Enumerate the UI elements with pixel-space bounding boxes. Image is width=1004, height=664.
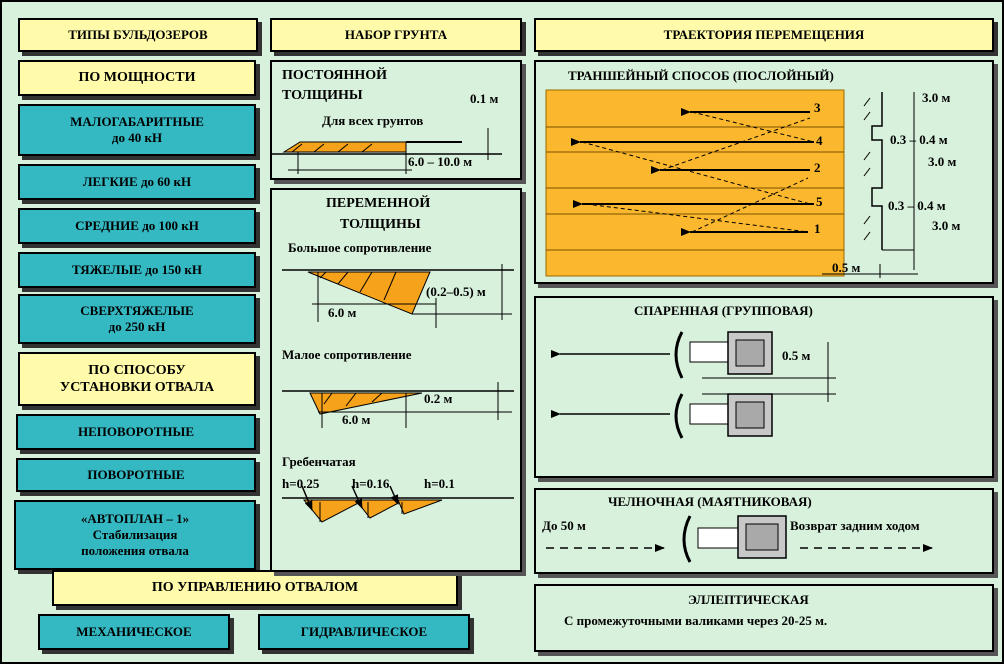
const-title-2: ТОЛЩИНЫ [282,88,363,103]
comb-label: Гребенчатая [282,454,356,469]
by-power-text: ПО МОЩНОСТИ [78,70,196,86]
const-all-soils: Для всех грунтов [322,113,424,128]
by-blade-box: ПО СПОСОБУ УСТАНОВКИ ОТВАЛА [18,352,256,406]
var-title-1: ПЕРЕМЕННОЙ [326,196,431,211]
autoplan-title: «АВТОПЛАН – 1» [80,510,190,526]
trench-cross-section [822,92,918,278]
superheavy-title: СВЕРХТЯЖЕЛЫЕ [80,302,194,318]
header-trajectory-text: ТРАЕКТОРИЯ ПЕРЕМЕЩЕНИЯ [663,26,865,42]
header-trajectory: ТРАЕКТОРИЯ ПЕРЕМЕЩЕНИЯ [534,18,994,52]
trench-title: ТРАНШЕЙНЫЙ СПОСОБ (ПОСЛОЙНЫЙ) [568,68,834,83]
const-title-1: ПОСТОЯННОЙ [282,68,388,83]
small-resistance-profile [282,382,514,428]
small-bulldozers-power: до 40 кН [111,130,163,145]
fixed-blade-box: НЕПОВОРОТНЫЕ [16,414,256,450]
paired-method-panel [534,296,994,478]
by-control-box: ПО УПРАВЛЕНИЮ ОТВАЛОМ [52,570,458,606]
hydraulic-box: ГИДРАВЛИЧЕСКОЕ [258,614,470,650]
mechanical-box: МЕХАНИЧЕСКОЕ [38,614,230,650]
trench-dim-3b: 3.0 м [928,154,957,169]
const-length: 6.0 – 10.0 м [408,154,473,169]
by-power-box: ПО МОЩНОСТИ [18,60,256,96]
comb-h2: h=0.16 [352,476,390,491]
header-soil-intake: НАБОР ГРУНТА [270,18,522,52]
heavy-bulldozers-text: ТЯЖЕЛЫЕ до 150 кН [72,261,202,277]
paired-title: СПАРЕННАЯ (ГРУППОВАЯ) [634,303,813,318]
trench-layers [545,89,845,277]
light-bulldozers-text: ЛЕГКИЕ до 60 кН [82,173,192,189]
autoplan-box: «АВТОПЛАН – 1» Стабилизация положения от… [14,500,256,570]
shuttle-title: ЧЕЛНОЧНАЯ (МАЯТНИКОВАЯ) [608,494,812,509]
big-resistance-length: 6.0 м [328,305,357,320]
by-blade-line2: УСТАНОВКИ ОТВАЛА [59,380,215,395]
constant-thickness-profile [272,128,502,174]
by-control-text: ПО УПРАВЛЕНИЮ ОТВАЛОМ [151,580,359,596]
mechanical-text: МЕХАНИЧЕСКОЕ [76,623,192,639]
header-bulldozer-types: ТИПЫ БУЛЬДОЗЕРОВ [18,18,258,52]
paired-machines [551,331,836,439]
heavy-bulldozers-box: ТЯЖЕЛЫЕ до 150 кН [18,252,256,288]
big-resistance-profile [282,264,514,328]
var-title-2: ТОЛЩИНЫ [340,217,421,232]
small-bulldozers-title: МАЛОГАБАРИТНЫЕ [70,113,204,129]
lane-4: 4 [816,133,823,148]
medium-bulldozers-box: СРЕДНИЕ до 100 кН [18,208,256,244]
comb-h3: h=0.1 [424,476,455,491]
lane-5: 5 [816,194,823,209]
rotating-blade-text: ПОВОРОТНЫЕ [87,466,185,482]
lane-1: 1 [814,221,821,236]
trench-dim-03a: 0.3 – 0.4 м [890,132,948,147]
const-depth: 0.1 м [470,91,499,106]
by-blade-line1: ПО СПОСОБУ [88,362,186,378]
comb-profile [282,485,514,523]
autoplan-line3: положения отвала [81,543,189,559]
trench-dim-3a: 3.0 м [922,90,951,105]
elliptical-method-panel [534,584,994,652]
big-resistance-depth: (0.2–0.5) м [426,284,486,299]
shuttle-left: До 50 м [542,518,586,533]
big-resistance-label: Большое сопротивление [288,240,432,255]
paired-gap: 0.5 м [782,348,811,363]
medium-bulldozers-text: СРЕДНИЕ до 100 кН [75,217,199,233]
autoplan-line2: Стабилизация [92,526,178,542]
comb-h1: h=0.25 [282,476,320,491]
small-bulldozers-box: МАЛОГАБАРИТНЫЕ до 40 кН [18,104,256,156]
shuttle-right: Возврат задним ходом [790,518,920,533]
ellipse-subtitle: С промежуточными валиками через 20-25 м. [564,613,828,628]
fixed-blade-text: НЕПОВОРОТНЫЕ [78,423,194,439]
hydraulic-text: ГИДРАВЛИЧЕСКОЕ [300,623,428,639]
constant-thickness-panel [270,60,522,180]
shuttle-machine [546,515,933,563]
lane-2: 2 [814,160,821,175]
small-resistance-length: 6.0 м [342,412,371,427]
rotating-blade-box: ПОВОРОТНЫЕ [16,458,256,492]
small-resistance-label: Малое сопротивление [282,347,412,362]
header-bulldozer-types-text: ТИПЫ БУЛЬДОЗЕРОВ [68,26,208,42]
ellipse-title: ЭЛЛЕПТИЧЕСКАЯ [688,592,809,607]
header-soil-intake-text: НАБОР ГРУНТА [344,26,448,42]
small-resistance-depth: 0.2 м [424,391,453,406]
superheavy-power: до 250 кН [108,319,166,334]
light-bulldozers-box: ЛЕГКИЕ до 60 кН [18,164,256,200]
lane-3: 3 [814,100,821,115]
trench-dim-05: 0.5 м [832,260,861,275]
superheavy-bulldozers-box: СВЕРХТЯЖЕЛЫЕ до 250 кН [18,294,256,344]
trench-dim-03b: 0.3 – 0.4 м [888,198,946,213]
trench-dim-3c: 3.0 м [932,218,961,233]
